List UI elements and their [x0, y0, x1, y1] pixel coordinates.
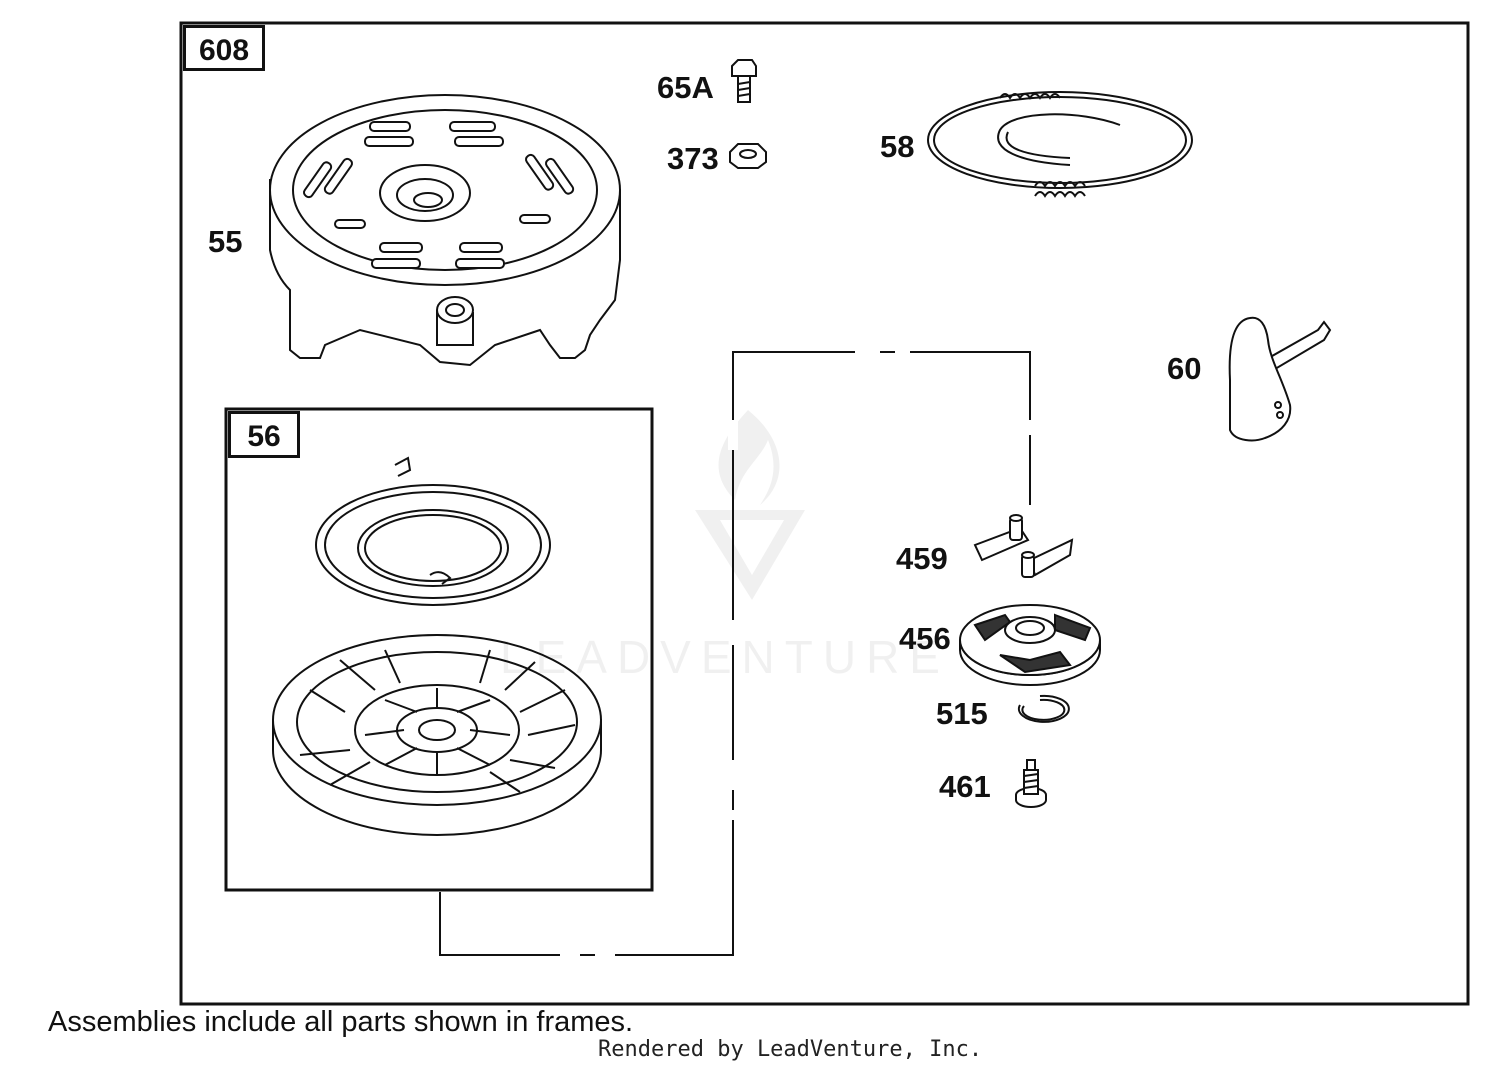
pulley-icon — [272, 634, 602, 836]
part-label-456: 456 — [899, 621, 951, 656]
outer-frame-label: 608 — [183, 25, 265, 71]
watermark-text: LEADVENTURE — [500, 631, 950, 683]
inner-frame-label: 56 — [228, 411, 300, 458]
part-label-461: 461 — [939, 769, 991, 804]
bolt-icon — [731, 59, 757, 103]
starter-rope-icon — [927, 91, 1193, 198]
footnote: Assemblies include all parts shown in fr… — [48, 1006, 634, 1038]
credit-line: Rendered by LeadVenture, Inc. — [598, 1037, 983, 1062]
ratchet-icon — [959, 604, 1101, 686]
watermark-logo-icon — [695, 410, 805, 600]
part-label-459: 459 — [896, 541, 948, 576]
screw-icon — [1015, 759, 1047, 808]
part-label-373: 373 — [667, 141, 719, 176]
part-label-65a: 65A — [657, 70, 714, 105]
part-label-55: 55 — [208, 224, 243, 259]
part-label-60: 60 — [1167, 351, 1202, 386]
part-label-58: 58 — [880, 129, 915, 164]
starter-handle-icon — [1228, 316, 1332, 442]
pawl-icon — [973, 514, 1074, 578]
nut-icon — [729, 143, 767, 169]
outer-frame — [179, 21, 1470, 1006]
connector-lines — [439, 351, 1031, 956]
part-label-515: 515 — [936, 696, 988, 731]
spring-icon — [315, 456, 551, 606]
retaining-ring-icon — [1017, 694, 1070, 723]
rewind-housing-icon — [269, 94, 621, 367]
inner-frame — [224, 407, 654, 892]
